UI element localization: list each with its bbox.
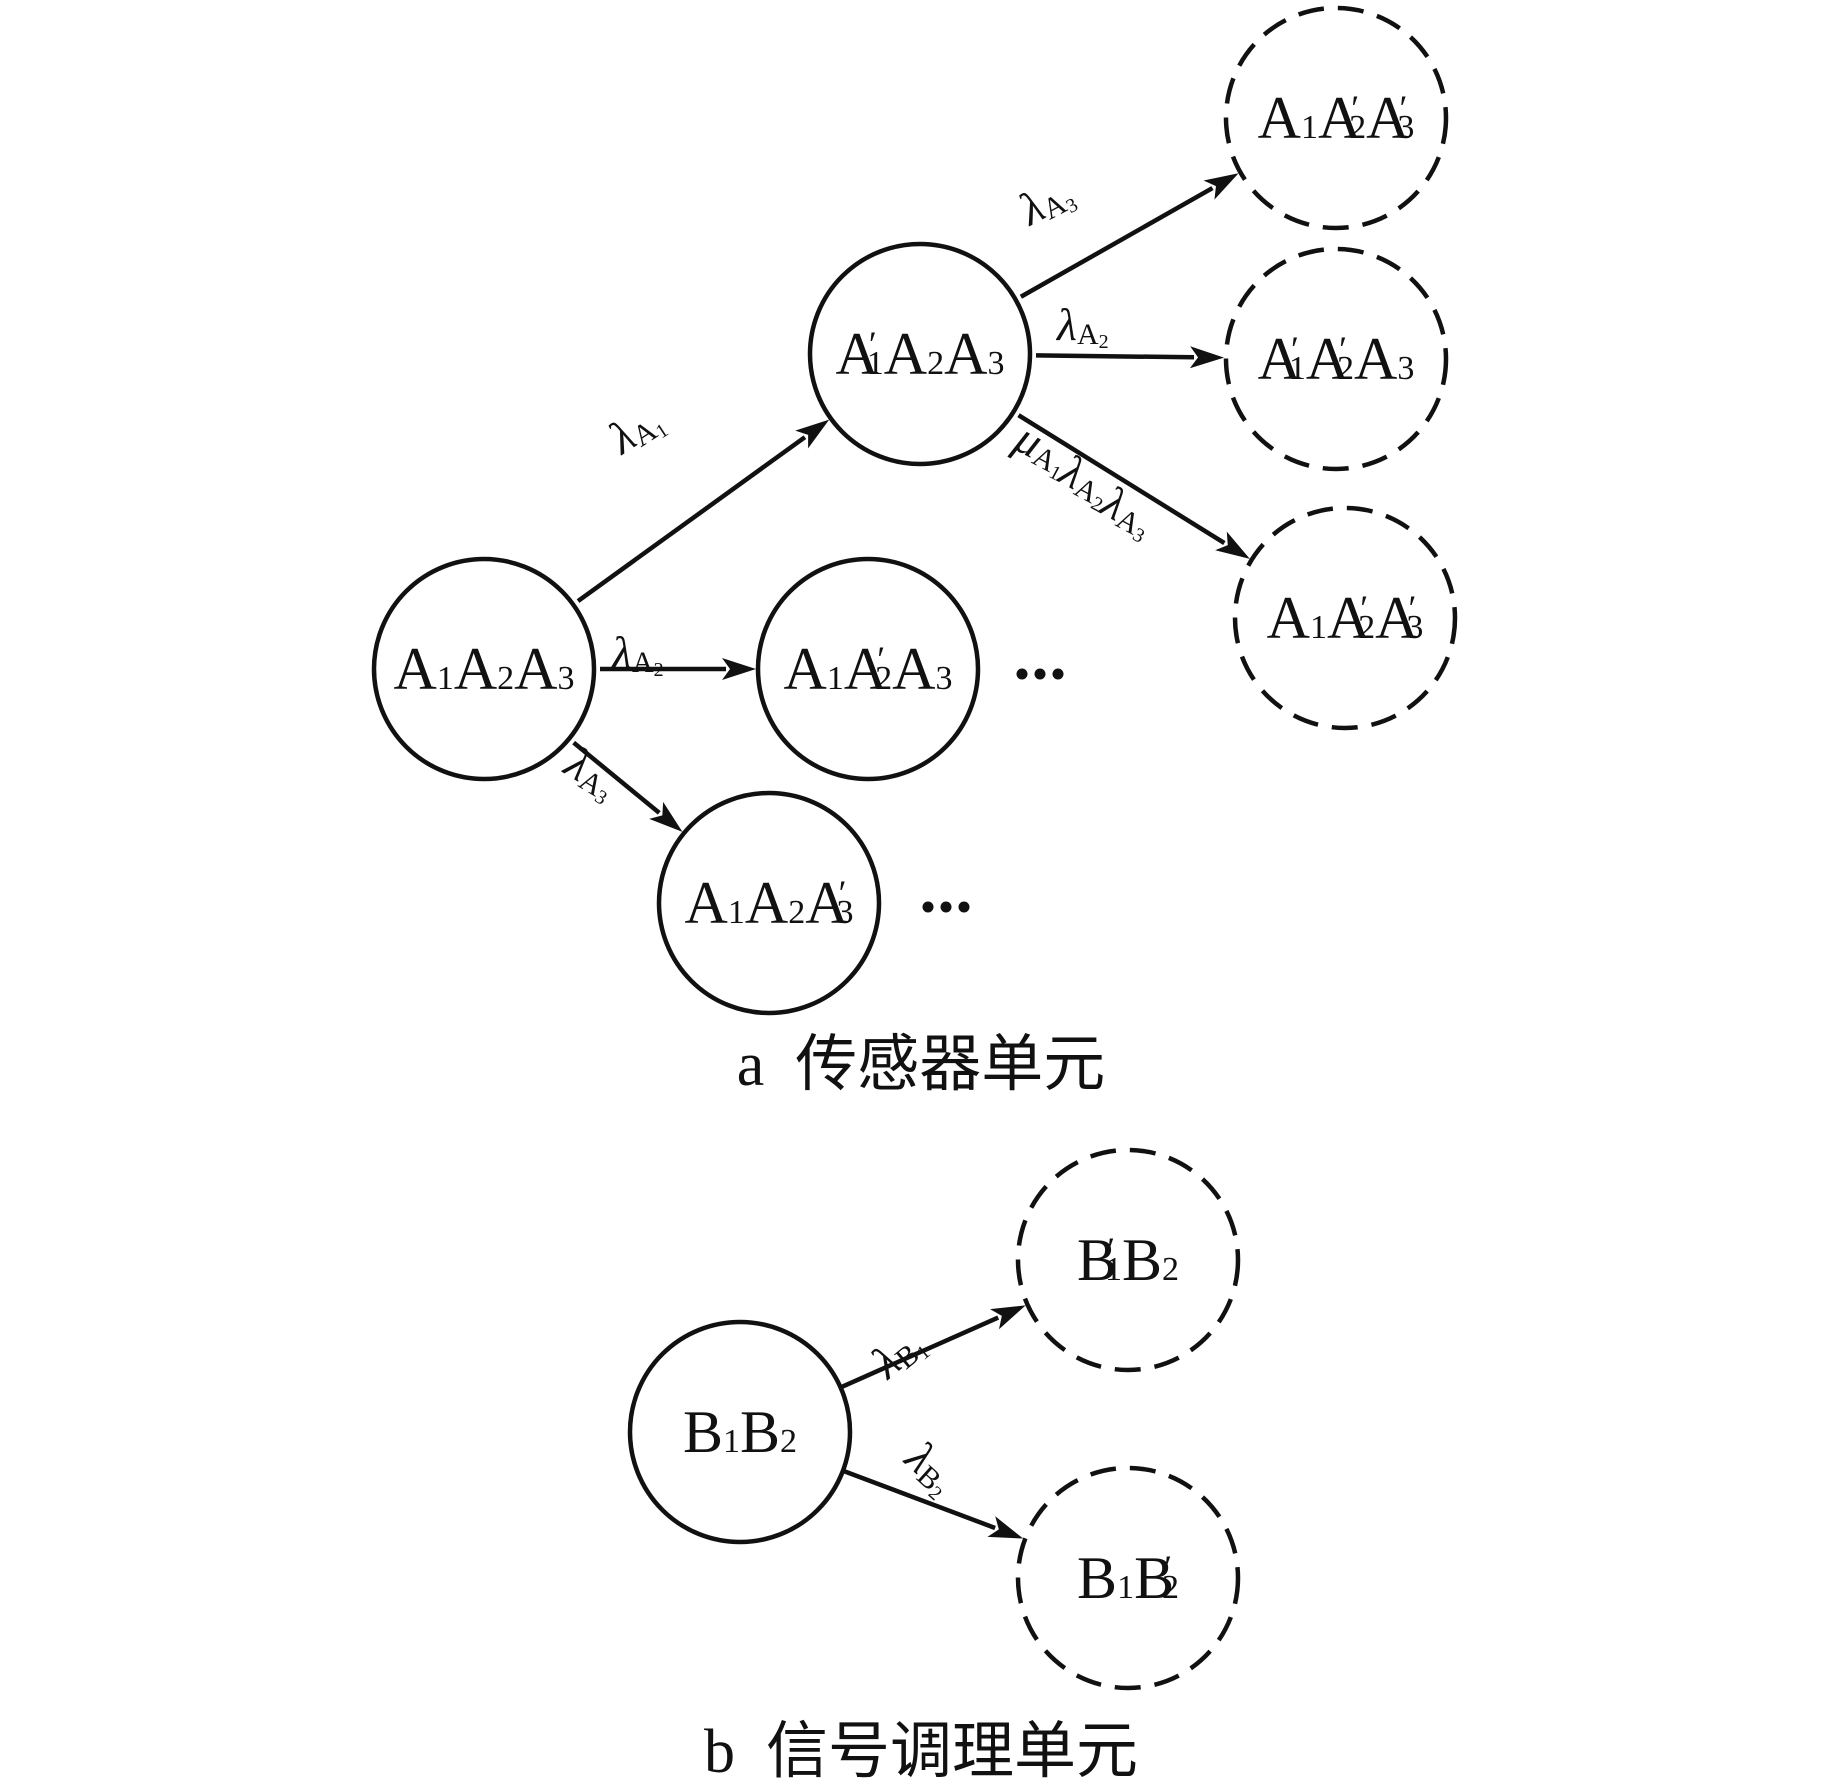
transition-rate-label: λA3 [1009,166,1082,239]
arrow-shaft [842,1468,996,1531]
state-label: A1A′2A3 [784,636,953,702]
transition-rate-label: λA2 [610,627,664,681]
arrow-shaft [576,435,807,603]
state-node: B1B2 [627,1319,853,1545]
solid-state-circle [627,1319,853,1545]
transition-arrow [572,740,683,832]
state-node: A′1A′2A3 [1223,246,1449,472]
transition-arrow [600,658,756,680]
state-label: B1B2 [683,1399,797,1465]
state-label: A′1A′2A3 [1258,326,1415,392]
nodes-layer: A1A2A3A′1A2A3A1A′2A3A1A2A′3A1A′2A′3A′1A′… [371,5,1458,1691]
transition-rate-label: λA2 [1055,299,1109,353]
transition-arrow [1017,413,1250,559]
state-node: A1A2A3 [371,556,597,782]
state-label: B′1B2 [1077,1227,1179,1293]
state-node: A′1A2A3 [807,241,1033,467]
caption-panel-b: b 信号调理单元 [704,1718,1138,1786]
transition-arrow [576,419,830,603]
state-label: A1A2A′3 [685,870,854,936]
transition-arrow [1019,173,1239,299]
arrowhead-icon [990,1305,1026,1330]
state-label: A1A′2A′3 [1258,85,1415,151]
transition-arrow [842,1468,1024,1539]
arrowhead-icon [649,801,683,832]
arrow-shaft [1035,353,1195,360]
state-label: B1B′2 [1077,1545,1179,1611]
transition-rate-label: λB1 [860,1316,935,1391]
transition-rate-label: λA1 [598,393,672,467]
state-node: A1A2A′3 [656,790,882,1016]
arrow-shaft [1019,186,1214,299]
state-node: A1A′2A3 [755,556,981,782]
dashed-state-circle [1015,1147,1241,1373]
state-label: A′1A2A3 [836,321,1005,387]
state-node: B′1B2 [1015,1147,1241,1373]
dashed-state-circle [1232,505,1458,731]
arrowhead-icon [795,419,830,449]
arrowhead-icon [722,658,756,680]
transition-arrow [839,1305,1026,1390]
solid-state-circle [656,790,882,1016]
ellipsis-icon [922,901,970,913]
dashed-state-circle [1223,5,1449,231]
dashed-state-circle [1015,1465,1241,1691]
extras-layer [922,668,1064,913]
state-label: A1A′2A′3 [1267,585,1424,651]
arrow-shaft [572,740,661,815]
caption-panel-a: a 传感器单元 [737,1031,1106,1099]
solid-state-circle [807,241,1033,467]
state-node: A1A′2A′3 [1232,505,1458,731]
state-node: A1A′2A′3 [1223,5,1449,231]
arrowhead-icon [1189,346,1225,369]
ellipsis-icon [1016,668,1064,680]
arrowhead-icon [1215,531,1250,559]
dashed-state-circle [1223,246,1449,472]
arrow-shaft [1017,413,1226,545]
edges-layer [572,173,1250,1539]
state-node: B1B′2 [1015,1465,1241,1691]
transition-rate-label: μA1λA2λA3 [998,411,1171,547]
solid-state-circle [755,556,981,782]
transition-arrow [1035,346,1225,369]
arrow-shaft [839,1315,1000,1390]
arrowhead-icon [987,1516,1024,1539]
solid-state-circle [371,556,597,782]
arrowhead-icon [1203,173,1239,200]
state-label: A1A2A3 [393,636,574,702]
